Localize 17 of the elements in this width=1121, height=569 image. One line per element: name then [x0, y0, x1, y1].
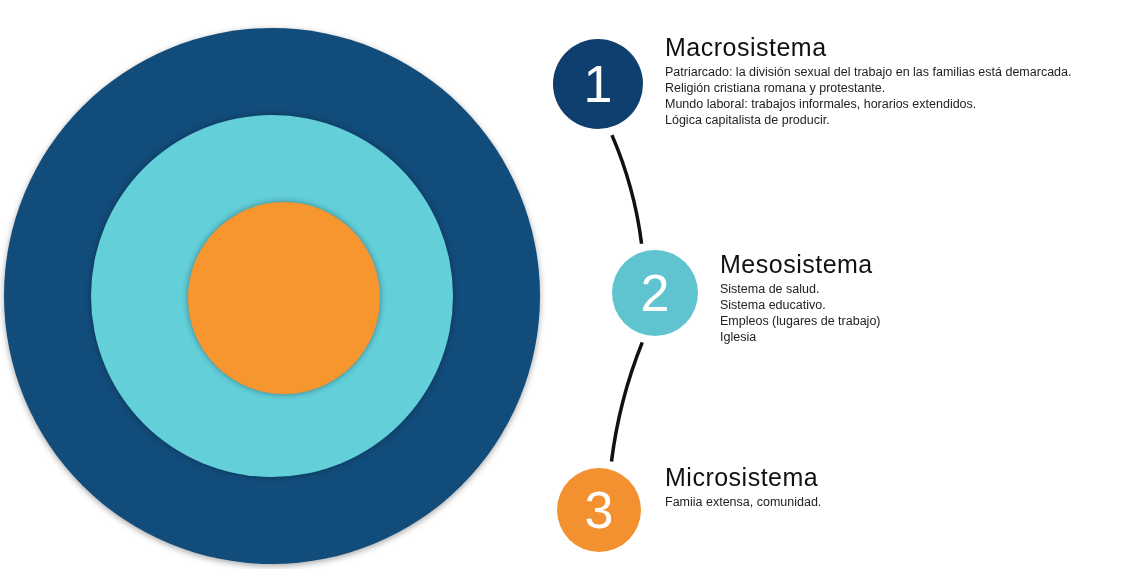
description-text: Patriarcado: la división sexual del trabajo en las familias está demarcada. [665, 64, 1073, 80]
description-text: Empleos (lugares de trabajo) [720, 313, 882, 329]
description-text: Sistema educativo. [720, 297, 827, 313]
description-text: Religión cristiana romana y protestante. [665, 80, 887, 96]
step-number: 2 [640, 267, 670, 319]
step-number: 1 [583, 58, 613, 110]
level-heading: Macrosistema [665, 32, 828, 62]
description-text: Iglesia [720, 329, 758, 345]
description-text: Sistema de salud. [720, 281, 821, 297]
description-text: Lógica capitalista de producir. [665, 112, 831, 128]
connector-line [609, 341, 644, 462]
step-number: 3 [584, 484, 614, 536]
description-text: Mundo laboral: trabajos informales, horarios extendidos. [665, 96, 978, 112]
description-text: Famiia extensa, comunidad. [665, 494, 823, 510]
level-heading: Mesosistema [720, 249, 874, 279]
level-heading: Microsistema [665, 462, 820, 492]
connector-line [610, 134, 644, 245]
